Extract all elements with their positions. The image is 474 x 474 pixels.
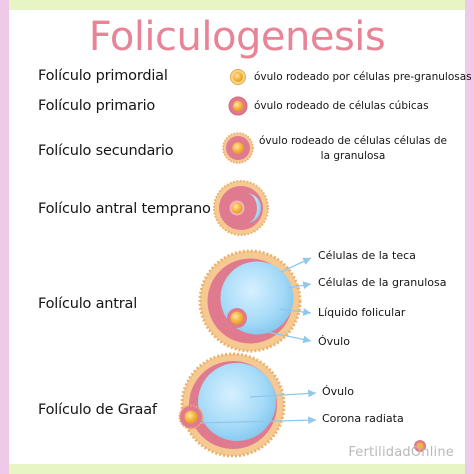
bottom-band	[0, 464, 474, 474]
brand-logo-icon	[414, 440, 426, 452]
arrow-icon	[286, 281, 312, 290]
left-band	[0, 0, 9, 474]
secondary-follicle-icon	[222, 132, 254, 164]
label-celulas-granulosa: Células de la granulosa	[318, 276, 447, 289]
brand-watermark: FertilidadOnline	[348, 445, 454, 460]
graaf-follicle-icon	[178, 352, 286, 458]
antral-follicle-icon	[198, 249, 302, 353]
label-ovulo-antral: Óvulo	[318, 335, 350, 348]
early-antral-follicle-icon	[213, 180, 269, 236]
page-title: Foliculogenesis	[88, 14, 386, 60]
label-celulas-teca: Células de la teca	[318, 249, 416, 262]
primary-follicle-icon	[228, 96, 248, 116]
arrow-icon	[249, 389, 317, 398]
label-ovulo-graaf: Óvulo	[322, 385, 354, 398]
label-liquido-folicular: Líquido folicular	[318, 306, 406, 319]
stage-label-primario: Folículo primario	[38, 98, 156, 114]
arrow-icon	[199, 416, 317, 425]
graaf-arrows	[199, 389, 317, 425]
arrow-icon	[280, 257, 312, 273]
primordial-follicle-icon	[230, 69, 246, 85]
stage-label-antral: Folículo antral	[38, 296, 138, 312]
stage-label-antral-temprano: Folículo antral temprano	[38, 201, 211, 217]
stage-description-secundario: óvulo rodeado de células células de la g…	[259, 135, 447, 162]
top-band	[0, 0, 474, 10]
stage-label-graaf: Folículo de Graaf	[38, 402, 157, 418]
stage-label-primordial: Folículo primordial	[38, 68, 168, 84]
stage-description-primario: óvulo rodeado de células cúbicas	[254, 100, 429, 112]
arrow-icon	[257, 329, 312, 344]
antral-arrows	[257, 257, 312, 344]
stage-description-primordial: óvulo rodeado por células pre-granulosas	[254, 71, 472, 83]
arrow-icon	[279, 308, 312, 316]
label-corona-radiata: Corona radiata	[322, 412, 404, 425]
stage-label-secundario: Folículo secundario	[38, 143, 174, 159]
right-band	[465, 0, 474, 474]
